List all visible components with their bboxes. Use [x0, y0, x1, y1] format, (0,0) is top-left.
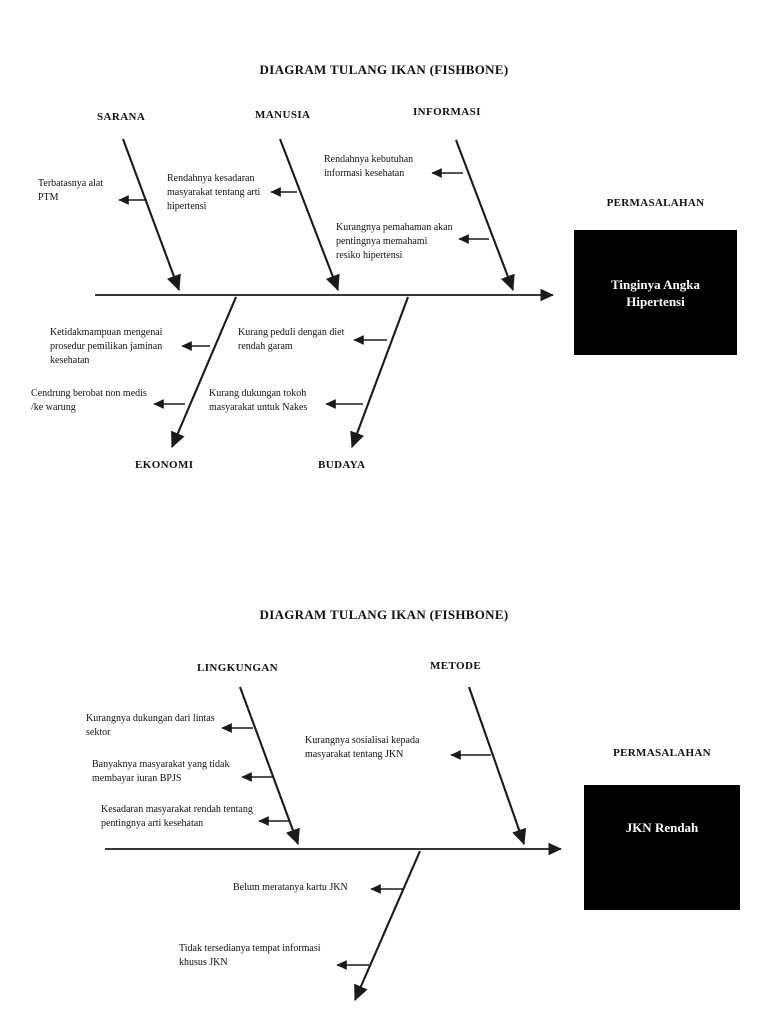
- cause-rendahnya-kesadaran: Rendahnya kesadaran masyarakat tentang a…: [167, 173, 261, 212]
- diagram2-category-lingkungan: LINGKUNGAN: [197, 662, 279, 674]
- cause-belum-meratanya-kartu: Belum meratanya kartu JKN: [233, 882, 348, 893]
- diagram1-category-sarana: SARANA: [97, 111, 146, 123]
- cause-cendrung-berobat: Cendrung berobat non medis /ke warung: [31, 388, 147, 413]
- cause-terbatasnya-alat-ptm: Terbatasnya alat PTM: [38, 178, 104, 203]
- diagram1-problem-box: Tinginya Angka Hipertensi: [574, 230, 737, 355]
- diagram2-problem-box: JKN Rendah: [584, 785, 740, 910]
- cause-kurang-peduli-diet: Kurang peduli dengan diet rendah garam: [238, 327, 345, 352]
- cause-rendahnya-kebutuhan: Rendahnya kebutuhan informasi kesehatan: [324, 154, 414, 179]
- diagram2-bone-bottom: [354, 850, 421, 1001]
- diagram1-bone-budaya: [350, 296, 409, 448]
- diagram2-title: DIAGRAM TULANG IKAN (FISHBONE): [259, 607, 509, 622]
- diagram1-bone-ekonomi: [171, 296, 237, 448]
- cause-kesadaran-rendah: Kesadaran masyarakat rendah tentang pent…: [101, 804, 253, 829]
- diagram1-category-informasi: INFORMASI: [413, 106, 481, 118]
- diagram2-problem-label: PERMASALAHAN: [613, 747, 711, 759]
- cause-ketidakmampuan-prosedur: Ketidakmampuan mengenai prosedur pemilik…: [50, 327, 163, 366]
- diagram1-category-ekonomi: EKONOMI: [135, 459, 194, 471]
- diagram1-problem-label: PERMASALAHAN: [606, 197, 705, 209]
- cause-tidak-tersedianya-tempat: Tidak tersedianya tempat informasi khusu…: [179, 943, 321, 968]
- cause-kurangnya-sosialisasi-jkn: Kurangnya sosialisai kepada masyarakat t…: [305, 735, 420, 760]
- diagram1-title: DIAGRAM TULANG IKAN (FISHBONE): [259, 62, 509, 77]
- cause-kurangnya-dukungan-lintas: Kurangnya dukungan dari lintas sektor: [86, 713, 215, 738]
- diagram1-bone-sarana: [122, 138, 181, 291]
- diagram2-bone-metode: [468, 686, 527, 845]
- diagram1-category-manusia: MANUSIA: [255, 109, 311, 121]
- diagram1-bone-informasi: [455, 139, 515, 291]
- cause-banyaknya-tidak-membayar: Banyaknya masyarakat yang tidak membayar…: [92, 759, 230, 784]
- diagram1-category-budaya: BUDAYA: [318, 459, 366, 471]
- diagram2-category-metode: METODE: [430, 660, 482, 672]
- cause-kurang-dukungan-tokoh: Kurang dukungan tokoh masyarakat untuk N…: [209, 388, 308, 413]
- cause-kurangnya-pemahaman: Kurangnya pemahaman akan pentingnya mema…: [336, 222, 453, 261]
